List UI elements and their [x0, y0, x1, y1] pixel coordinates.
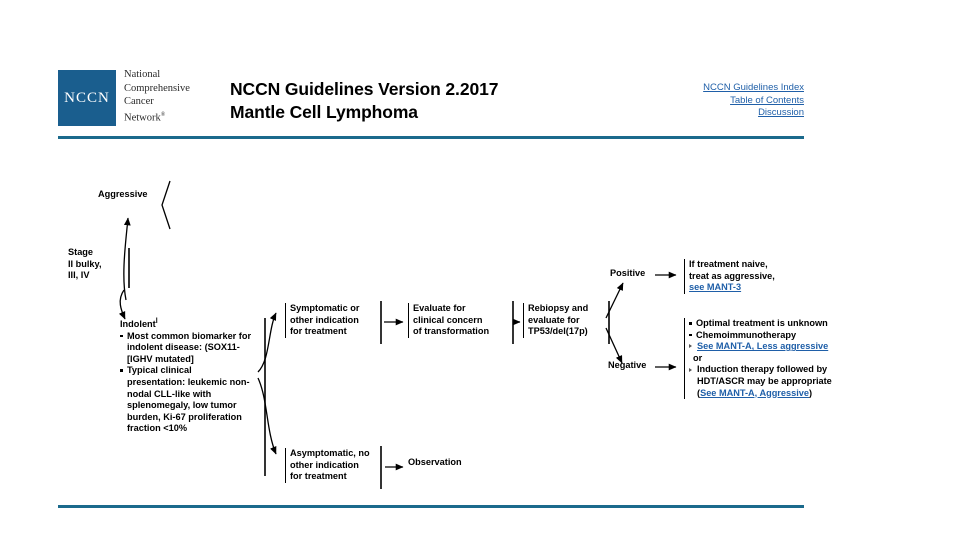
node-aggressive[interactable]: Aggressive	[98, 189, 148, 201]
page-header: NCCN National Comprehensive Cancer Netwo…	[58, 68, 804, 130]
optimal-bullet-1: Optimal treatment is unknown	[689, 318, 861, 330]
node-treatment-naive[interactable]: If treatment naive, treat as aggressive,…	[684, 259, 807, 294]
evaluate-line-2: clinical concern	[413, 314, 483, 325]
logo-word-line-4: Network®	[124, 109, 220, 125]
observation-text: Observation	[408, 457, 462, 467]
logo-word-line-1: National	[124, 69, 161, 80]
node-indolent[interactable]: Indolentl Most common biomarker for indo…	[120, 316, 252, 435]
evaluate-line-1: Evaluate for	[413, 303, 466, 313]
rebiopsy-line-2: evaluate for	[528, 314, 580, 325]
asymptomatic-line-3: for treatment	[290, 471, 347, 482]
label-negative: Negative	[608, 360, 646, 372]
link-discussion[interactable]: Discussion	[758, 107, 804, 118]
logo-word-line-2: Comprehensive	[124, 82, 190, 94]
optimal-sub-2: Induction therapy followed by HDT/ASCR m…	[689, 364, 861, 399]
naive-line-2: treat as aggressive,	[689, 270, 775, 281]
optimal-sub-2-line-1: Induction therapy followed by	[697, 364, 828, 375]
stage-line-3: III, IV	[68, 270, 90, 281]
optimal-sub-2-line-3: (See MANT-A, Aggressive)	[697, 388, 861, 400]
stage-line-1: Stage	[68, 247, 94, 257]
positive-text: Positive	[610, 268, 646, 278]
node-aggressive-label: Aggressive	[98, 189, 148, 199]
paren-close: )	[808, 387, 813, 398]
arrow-to-symptomatic	[257, 312, 277, 373]
negative-text: Negative	[608, 360, 647, 370]
optimal-bullets: Optimal treatment is unknown Chemoimmuno…	[689, 318, 861, 341]
link-see-mant-a-less-aggressive[interactable]: See MANT-A, Less aggressive	[697, 341, 829, 352]
indolent-bullet-1: Most common biomarker for indolent disea…	[120, 331, 252, 366]
indolent-heading-text: Indolent	[120, 319, 156, 330]
node-optimal-treatment[interactable]: Optimal treatment is unknown Chemoimmuno…	[684, 318, 861, 400]
arrow-rebiopsy-to-positive	[605, 282, 624, 319]
footer-divider	[58, 505, 804, 508]
symptomatic-line-2: other indication	[290, 314, 359, 325]
naive-line-1: If treatment naive,	[689, 259, 768, 269]
indolent-heading: Indolentl	[120, 316, 252, 331]
optimal-sub-2-line-2: HDT/ASCR may be appropriate	[697, 375, 832, 386]
arrow-stage-to-indolent	[118, 289, 126, 320]
page-title: NCCN Guidelines Version 2.2017 Mantle Ce…	[230, 78, 498, 124]
optimal-sub-options: See MANT-A, Less aggressive	[689, 341, 861, 353]
arrow-stage-to-aggressive	[123, 217, 131, 301]
arrow-to-asymptomatic	[257, 377, 277, 455]
node-rebiopsy[interactable]: Rebiopsy and evaluate for TP53/del(17p)	[523, 303, 611, 338]
asymptomatic-line-1: Asymptomatic, no	[290, 448, 370, 458]
node-asymptomatic[interactable]: Asymptomatic, no other indication for tr…	[285, 448, 382, 483]
optimal-or-text: or	[693, 352, 703, 363]
stage-line-2: II bulky,	[68, 258, 102, 269]
title-line-2: Mantle Cell Lymphoma	[230, 102, 418, 122]
link-table-of-contents[interactable]: Table of Contents	[730, 94, 804, 106]
symptomatic-line-1: Symptomatic or	[290, 303, 360, 313]
indolent-bullets: Most common biomarker for indolent disea…	[120, 331, 252, 435]
nccn-logo-mark: NCCN	[58, 70, 116, 126]
optimal-sub-1: See MANT-A, Less aggressive	[689, 341, 861, 353]
evaluate-line-3: of transformation	[413, 326, 490, 337]
node-symptomatic[interactable]: Symptomatic or other indication for trea…	[285, 303, 382, 338]
link-see-mant-3[interactable]: see MANT-3	[689, 282, 742, 293]
node-stage[interactable]: Stage II bulky, III, IV	[68, 247, 124, 282]
arrow-rebiopsy-to-negative	[605, 327, 623, 364]
node-observation[interactable]: Observation	[408, 457, 462, 469]
indolent-footnote-marker: l	[155, 318, 158, 325]
logo-word-network: Network	[124, 112, 161, 123]
link-see-mant-a-aggressive[interactable]: See MANT-A, Aggressive	[700, 387, 809, 398]
optimal-sub-options-2: Induction therapy followed by HDT/ASCR m…	[689, 364, 861, 399]
logo-word-line-3: Cancer	[124, 96, 154, 107]
nccn-logo-wordmark: National Comprehensive Cancer Network®	[124, 68, 220, 125]
header-divider	[58, 136, 804, 139]
optimal-bullet-2: Chemoimmunotherapy	[689, 330, 861, 342]
registered-mark-icon: ®	[160, 111, 166, 118]
label-positive: Positive	[610, 268, 645, 280]
rebiopsy-line-3: TP53/del(17p)	[528, 326, 588, 337]
header-links: NCCN Guidelines Index Table of Contents …	[703, 82, 804, 120]
indolent-bullet-2: Typical clinical presentation: leukemic …	[120, 365, 252, 435]
asymptomatic-line-2: other indication	[290, 459, 359, 470]
symptomatic-line-3: for treatment	[290, 326, 347, 337]
rebiopsy-line-1: Rebiopsy and	[528, 303, 589, 313]
title-line-1: NCCN Guidelines Version 2.2017	[230, 79, 499, 99]
link-guidelines-index[interactable]: NCCN Guidelines Index	[703, 82, 804, 93]
aggressive-bracket	[161, 180, 171, 230]
paren-open: (	[697, 387, 701, 398]
node-evaluate-transformation[interactable]: Evaluate for clinical concern of transfo…	[408, 303, 515, 338]
